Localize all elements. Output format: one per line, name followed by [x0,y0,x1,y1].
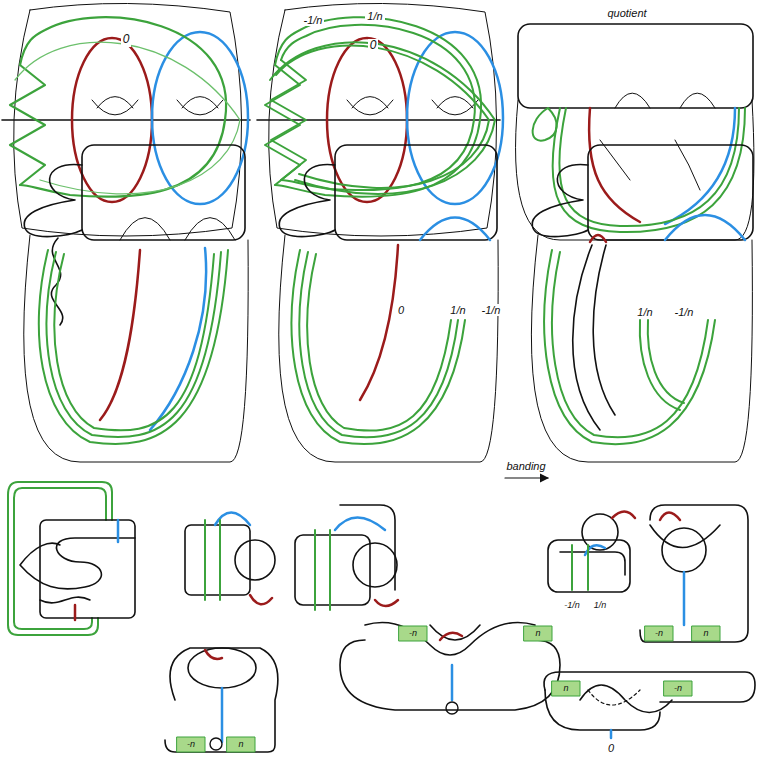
framing-label: 1/n [448,304,467,316]
genus-two-surface [257,3,503,236]
framing-label: -1/n [562,601,582,611]
knot-diagram [548,512,635,593]
step-caption: banding [504,460,547,472]
framing-label: 0 [606,742,616,754]
framing-label: 0 [368,39,379,52]
framing-label: 1/n [365,10,384,22]
twist-box-label: n [701,629,710,639]
twist-box-label: -n [185,740,197,750]
knot-diagram [544,672,755,738]
knot-diagram [185,513,275,605]
banding-arrow [505,477,548,478]
panel-caption: quotient [605,7,648,19]
knot-diagram [8,482,135,635]
quotient-surface [516,24,754,240]
twist-box-label: n [236,740,245,750]
framing-label: -1/n [673,306,696,318]
twist-box-label: n [533,629,542,639]
framing-label: 1/n [635,306,654,318]
twist-box-label: -n [407,629,419,639]
twist-box-label: -n [653,629,665,639]
twist-box-label: -n [672,684,684,694]
framing-label: 0 [396,304,406,316]
framing-label: -1/n [302,14,325,26]
knot-diagram [295,505,398,610]
framing-label: 1/n [592,601,609,611]
surface-projection [279,145,498,462]
knot-diagram [165,648,278,752]
framing-label: -1/n [480,304,503,316]
knot-diagram [640,505,748,642]
banded-surface [531,145,753,462]
twist-box-label: n [561,684,570,694]
knot-diagram [340,623,560,715]
surface-projection [24,145,248,462]
framing-label: 0 [121,33,132,46]
genus-two-surface [2,3,250,236]
